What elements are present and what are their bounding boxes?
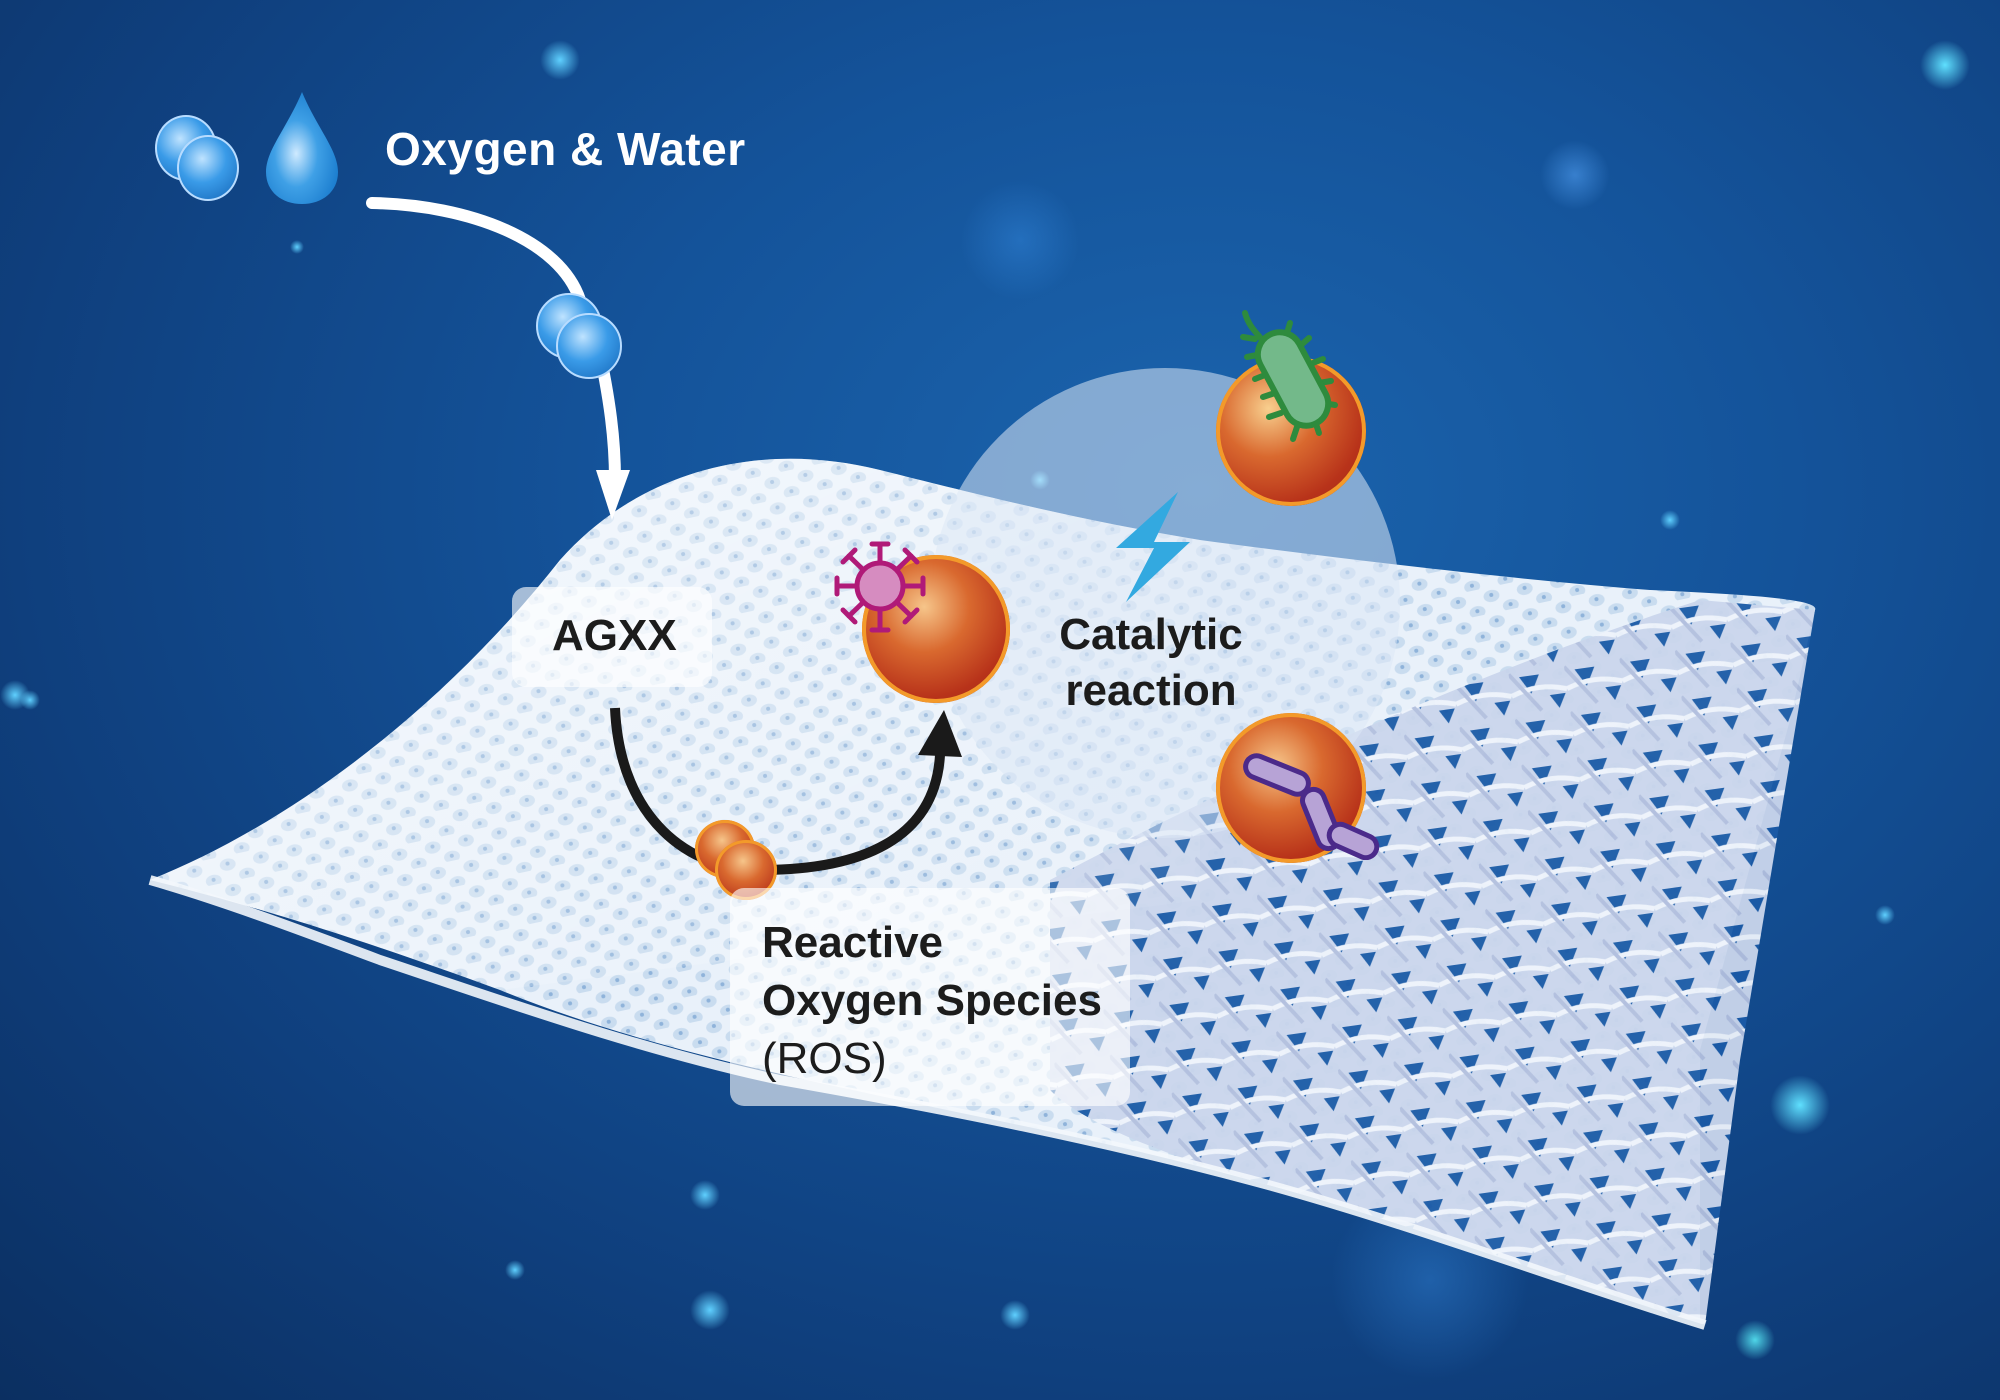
ros-label: Reactive Oxygen Species (ROS) bbox=[762, 914, 1102, 1088]
ros-label-line1: Reactive bbox=[762, 918, 944, 967]
agxx-label: AGXX bbox=[552, 611, 677, 660]
catalytic-label-line1: Catalytic bbox=[1059, 610, 1243, 659]
oxygen-molecule-on-arrow-icon bbox=[536, 293, 626, 383]
bacterium-icon bbox=[1240, 310, 1338, 442]
agxx-label-box: AGXX bbox=[512, 587, 712, 687]
catalytic-label-line2: reaction bbox=[1065, 666, 1237, 715]
oxygen-water-label: Oxygen & Water bbox=[385, 123, 746, 175]
virus-icon bbox=[834, 541, 926, 633]
water-drop-icon bbox=[266, 92, 338, 204]
catalytic-reaction-label: Catalytic reaction bbox=[1056, 607, 1246, 719]
ros-label-line2: Oxygen Species bbox=[762, 976, 1102, 1025]
ros-cycle-arrow-head bbox=[918, 710, 962, 757]
lightning-icon bbox=[1116, 492, 1190, 602]
ros-label-line3: (ROS) bbox=[762, 1034, 887, 1083]
ros-label-box: Reactive Oxygen Species (ROS) bbox=[730, 888, 1130, 1106]
oxygen-molecule-icon bbox=[155, 115, 245, 205]
chain-bacteria-icon bbox=[1243, 753, 1380, 860]
incoming-arrow-head bbox=[596, 470, 630, 520]
